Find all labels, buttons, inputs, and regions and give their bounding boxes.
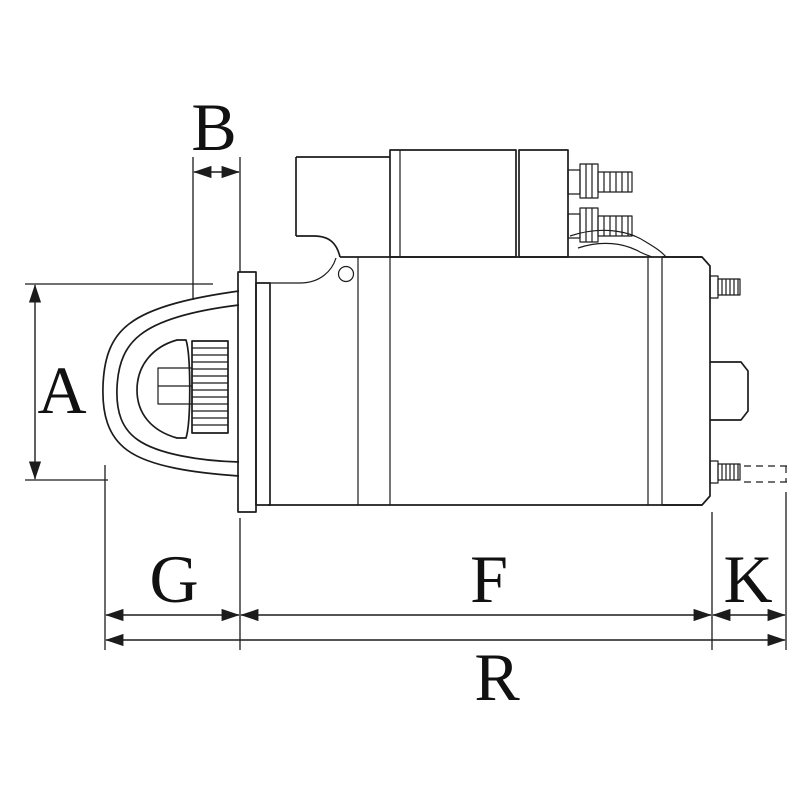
dimension-label-g: G [149, 541, 198, 617]
solenoid [389, 149, 667, 258]
dimension-label-r: R [474, 639, 520, 715]
flange-front-plate [237, 271, 257, 513]
rear-bottom-bolt-thread-hatch [721, 464, 739, 480]
housing-shoulder [270, 257, 337, 284]
terminal-lower-nut [579, 207, 599, 243]
pinion-gear [191, 340, 229, 434]
pinion-teeth-hatch [192, 347, 228, 426]
rear-shaft-boss [710, 361, 749, 421]
terminal-lower-thread [597, 215, 633, 237]
terminal-upper-thread [597, 171, 633, 193]
dimension-label-k: K [723, 541, 772, 617]
drive-end-yoke [102, 290, 240, 477]
rear-top-bolt-shaft [717, 278, 741, 296]
rear-cable-upper [569, 229, 667, 258]
dimension-label-f: F [470, 541, 508, 617]
pinion-outline [191, 340, 229, 434]
terminal-upper-base [567, 169, 581, 195]
solenoid-cap [518, 149, 569, 258]
bracket-shoulder [296, 235, 341, 258]
dimension-lines [28, 165, 786, 647]
mounting-flange [237, 271, 271, 513]
extension-lines [25, 157, 787, 650]
motor-body [268, 256, 711, 506]
terminal-upper-nut-facets [585, 164, 593, 198]
terminal-upper-thread-hatch [603, 172, 629, 192]
rear-bottom-bolt-base [709, 460, 719, 484]
solenoid-terminals [567, 163, 633, 243]
rear-cable-lower [577, 242, 653, 258]
dimension-label-b: B [191, 89, 236, 165]
rear-top-bolt-base [709, 275, 719, 299]
dimension-labels: B A G F K R [37, 89, 772, 715]
solenoid-body [389, 149, 517, 258]
terminal-lower-thread-hatch [603, 216, 629, 236]
flange-step [255, 282, 271, 506]
dimension-label-a: A [37, 352, 86, 428]
terminal-lower-nut-facets [585, 208, 593, 242]
rear-bottom-bolt-shaft [717, 463, 741, 481]
rear-end-bracket [709, 275, 788, 484]
yoke-inner-contour [116, 304, 240, 463]
terminal-upper-nut [579, 163, 599, 199]
bracket-hole [337, 265, 355, 283]
yoke-outer-contour [102, 290, 240, 477]
yoke-window [136, 339, 191, 439]
rear-end-cap [662, 256, 711, 506]
rear-top-bolt-thread-hatch [721, 279, 739, 295]
drive-housing [270, 156, 390, 284]
